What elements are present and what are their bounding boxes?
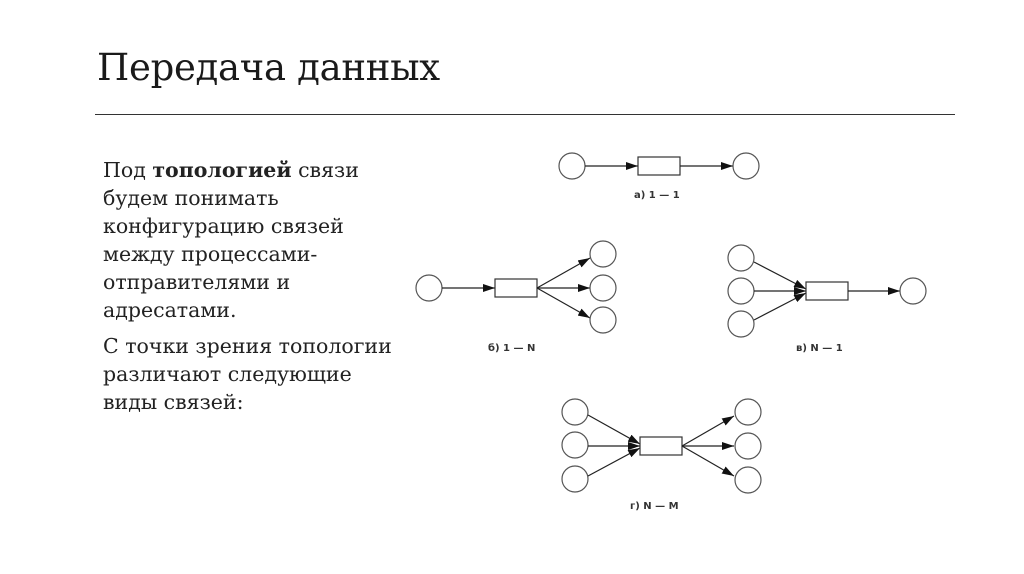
channel-box (637, 156, 681, 176)
channel-box (494, 278, 538, 298)
receiver-node (589, 306, 617, 334)
sender-node (561, 398, 589, 426)
link-arrow (681, 415, 735, 447)
paragraph-lead: Под (103, 158, 153, 182)
sender-node (727, 244, 755, 272)
link-arrow (753, 292, 807, 321)
diagram-label: в) N — 1 (796, 343, 843, 354)
sender-node (561, 465, 589, 493)
channel-box (805, 281, 849, 301)
title-divider (95, 114, 955, 115)
link-arrow (587, 414, 641, 445)
diagram-many-to-one: в) N — 1 (727, 244, 927, 354)
paragraph-rest: связи будем понимать конфигурацию связей… (103, 158, 359, 322)
receiver-node (734, 432, 762, 460)
term-topology: топологией (152, 158, 292, 182)
sender-node (727, 310, 755, 338)
sender-node (415, 274, 443, 302)
body-text: Под топологией связи будем понимать конф… (103, 156, 403, 424)
receiver-node (734, 466, 762, 494)
sender-node (561, 431, 589, 459)
receiver-node (899, 277, 927, 305)
diagram-label: б) 1 — N (488, 342, 535, 354)
diagram-label: г) N — M (630, 501, 679, 512)
link-arrow (536, 287, 591, 319)
receiver-node (589, 240, 617, 268)
slide-title: Передача данных (97, 46, 440, 89)
receiver-node (589, 274, 617, 302)
diagram-one-to-one: а) 1 — 1 (558, 152, 760, 201)
link-arrow (753, 261, 807, 290)
sender-node (727, 277, 755, 305)
paragraph-link-types: С точки зрения топологии различают следу… (103, 334, 392, 414)
link-arrow (681, 445, 735, 477)
link-arrow (536, 257, 591, 289)
channel-box (639, 436, 683, 456)
link-arrow (587, 447, 641, 477)
sender-node (558, 152, 586, 180)
diagram-many-to-many: г) N — M (561, 398, 762, 512)
paragraph-topology-definition: Под топологией связи будем понимать конф… (103, 156, 403, 324)
receiver-node (732, 152, 760, 180)
receiver-node (734, 398, 762, 426)
diagram-one-to-many: б) 1 — N (415, 240, 617, 354)
diagram-label: а) 1 — 1 (634, 190, 680, 201)
